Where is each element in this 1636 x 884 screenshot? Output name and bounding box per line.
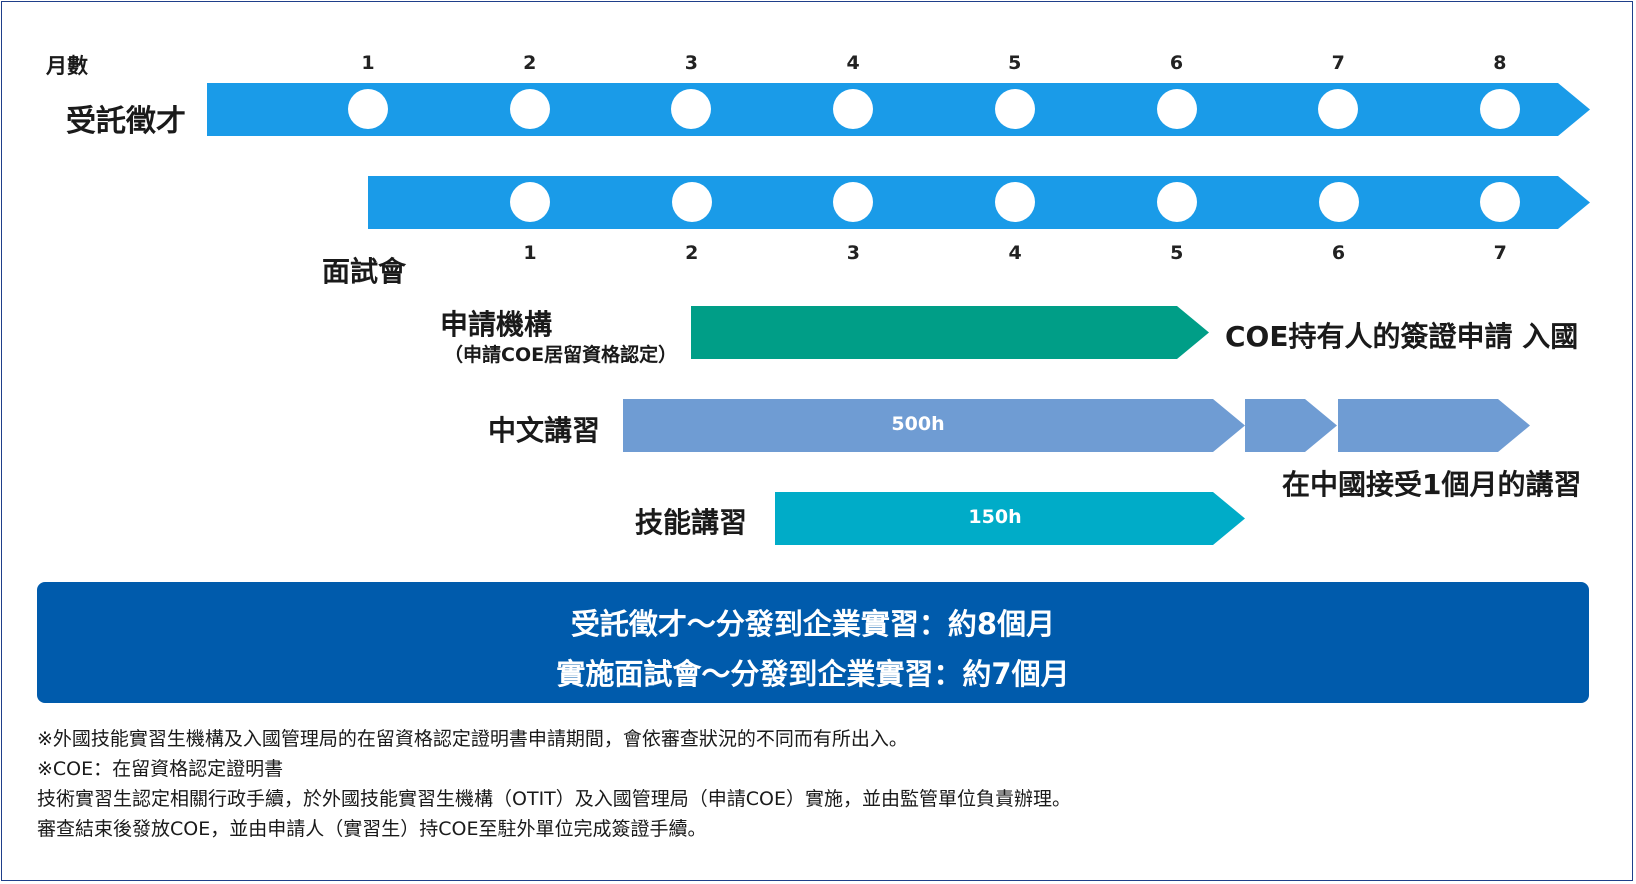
recruit-month-dot [1156,89,1197,129]
recruit-month-dot [1479,89,1520,129]
recruit-timeline-bar [207,83,1590,136]
interview-label: 面試會 [322,255,407,288]
recruit-month-number: 8 [1493,52,1507,74]
application-bar [691,306,1209,359]
interview-month-dot [1156,182,1197,222]
months-label: 月數 [46,54,88,78]
recruit-label: 受託徵才 [66,104,186,139]
chinese-training-bar-segment-3 [1338,399,1530,452]
interview-month-dot [510,182,550,222]
interview-month-number: 7 [1493,242,1507,264]
chinese-training-bar [623,399,1245,452]
interview-month-dot [833,182,874,222]
interview-month-dot [1318,182,1359,222]
footnote: ※COE：在留資格認定證明書 [37,758,284,780]
interview-timeline-bar [368,176,1590,229]
recruit-month-dot [1318,89,1359,129]
application-sublabel: （申請COE居留資格認定） [444,344,678,366]
interview-month-number: 1 [523,242,537,264]
recruit-month-number: 6 [1169,52,1184,74]
skill-training-label: 技能講習 [635,506,748,539]
chinese-training-label: 中文講習 [488,414,601,447]
summary-line-1: 受託徵才～分發到企業實習：約8個月 [570,607,1056,641]
recruit-month-dot [833,89,874,129]
recruit-month-dot [509,89,550,129]
recruit-month-number: 4 [846,52,860,74]
skill-hours-label: 150h [968,506,1022,528]
summary-line-2: 實施面試會～分發到企業實習：約7個月 [556,657,1070,691]
recruit-month-number: 1 [361,52,375,74]
recruit-month-number: 3 [684,52,698,74]
interview-month-number: 6 [1331,242,1346,264]
application-label: 申請機構 [440,308,553,341]
recruit-month-dot [671,89,712,129]
footnote: ※外國技能實習生機構及入國管理局的在留資格認定證明書申請期間，會依審查狀況的不同… [37,728,908,750]
china-training-note: 在中國接受1個月的講習 [1282,468,1582,501]
skill-training-bar [775,492,1245,545]
recruit-month-dot [348,89,388,129]
interview-month-number: 3 [846,242,860,264]
interview-month-dot [671,182,712,222]
footnotes: ※外國技能實習生機構及入國管理局的在留資格認定證明書申請期間，會依審查狀況的不同… [37,724,1537,844]
recruit-month-number: 5 [1008,52,1022,74]
chinese-hours-label: 500h [891,413,945,435]
interview-month-number: 5 [1170,242,1184,264]
interview-month-dot [995,182,1036,222]
footnote: 技術實習生認定相關行政手續，於外國技能實習生機構（OTIT）及入國管理局（申請C… [37,788,1072,810]
interview-month-number: 2 [685,242,699,264]
recruit-month-number: 7 [1331,52,1345,74]
summary-box: 受託徵才～分發到企業實習：約8個月 實施面試會～分發到企業實習：約7個月 [37,582,1589,703]
footnote: 審查結束後發放COE，並由申請人（實習生）持COE至駐外單位完成簽證手續。 [37,818,707,840]
interview-month-number: 4 [1008,242,1022,264]
recruit-month-number: 2 [523,52,537,74]
interview-month-dot [1480,182,1521,222]
recruit-month-dot [994,89,1035,129]
visa-entry-text: COE持有人的簽證申請 入國 [1225,320,1579,353]
